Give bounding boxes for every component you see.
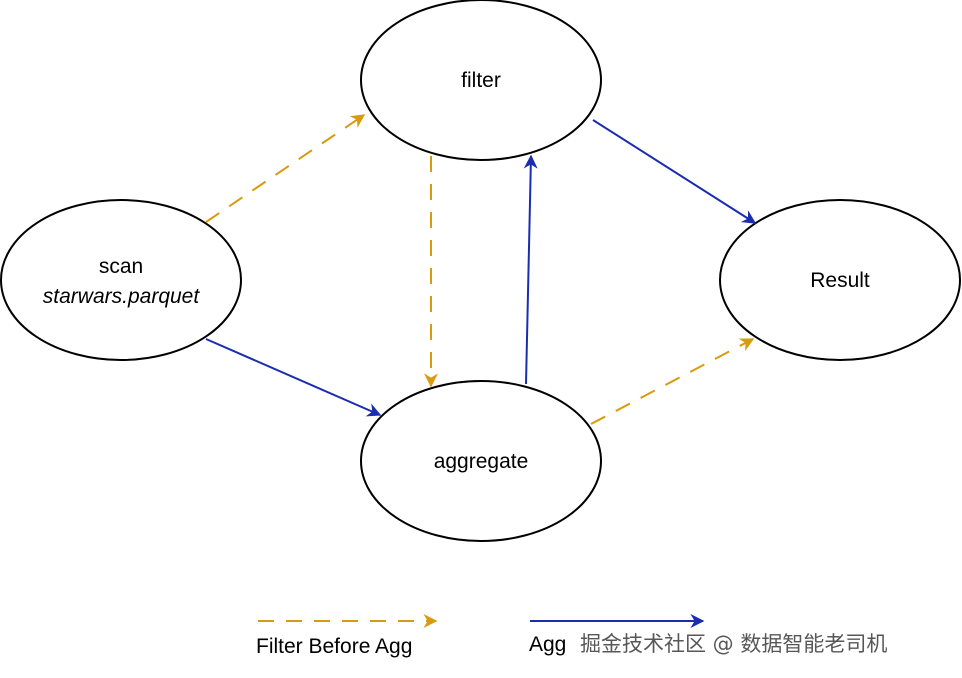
legend-filter-before-agg-label: Filter Before Agg	[256, 635, 412, 658]
node-result-label: Result	[810, 269, 870, 292]
node-result: Result	[719, 199, 961, 361]
node-filter: filter	[360, 0, 602, 161]
node-aggregate-shape	[360, 380, 602, 542]
edge-aggregate-to-filter-solid	[523, 154, 538, 385]
node-scan-sublabel: starwars.parquet	[43, 285, 201, 308]
node-aggregate-label: aggregate	[434, 450, 529, 473]
node-aggregate: aggregate	[360, 380, 602, 542]
legend: Filter Before Agg Agg	[256, 614, 705, 658]
watermark-text: 掘金技术社区 @ 数据智能老司机	[580, 632, 887, 656]
node-filter-shape	[360, 0, 602, 161]
edge-scan-to-filter-dashed	[205, 114, 366, 223]
legend-agg-before-filter-label: Agg	[529, 633, 566, 656]
edge-scan-to-aggregate-solid	[205, 338, 382, 417]
node-result-shape	[719, 199, 961, 361]
node-scan-shape	[0, 199, 242, 361]
node-scan: scan starwars.parquet	[0, 199, 242, 361]
edge-aggregate-to-result-dashed	[590, 338, 755, 425]
node-filter-label: filter	[461, 69, 501, 92]
edge-filter-to-result-solid	[592, 119, 757, 224]
node-scan-label: scan	[99, 255, 143, 278]
